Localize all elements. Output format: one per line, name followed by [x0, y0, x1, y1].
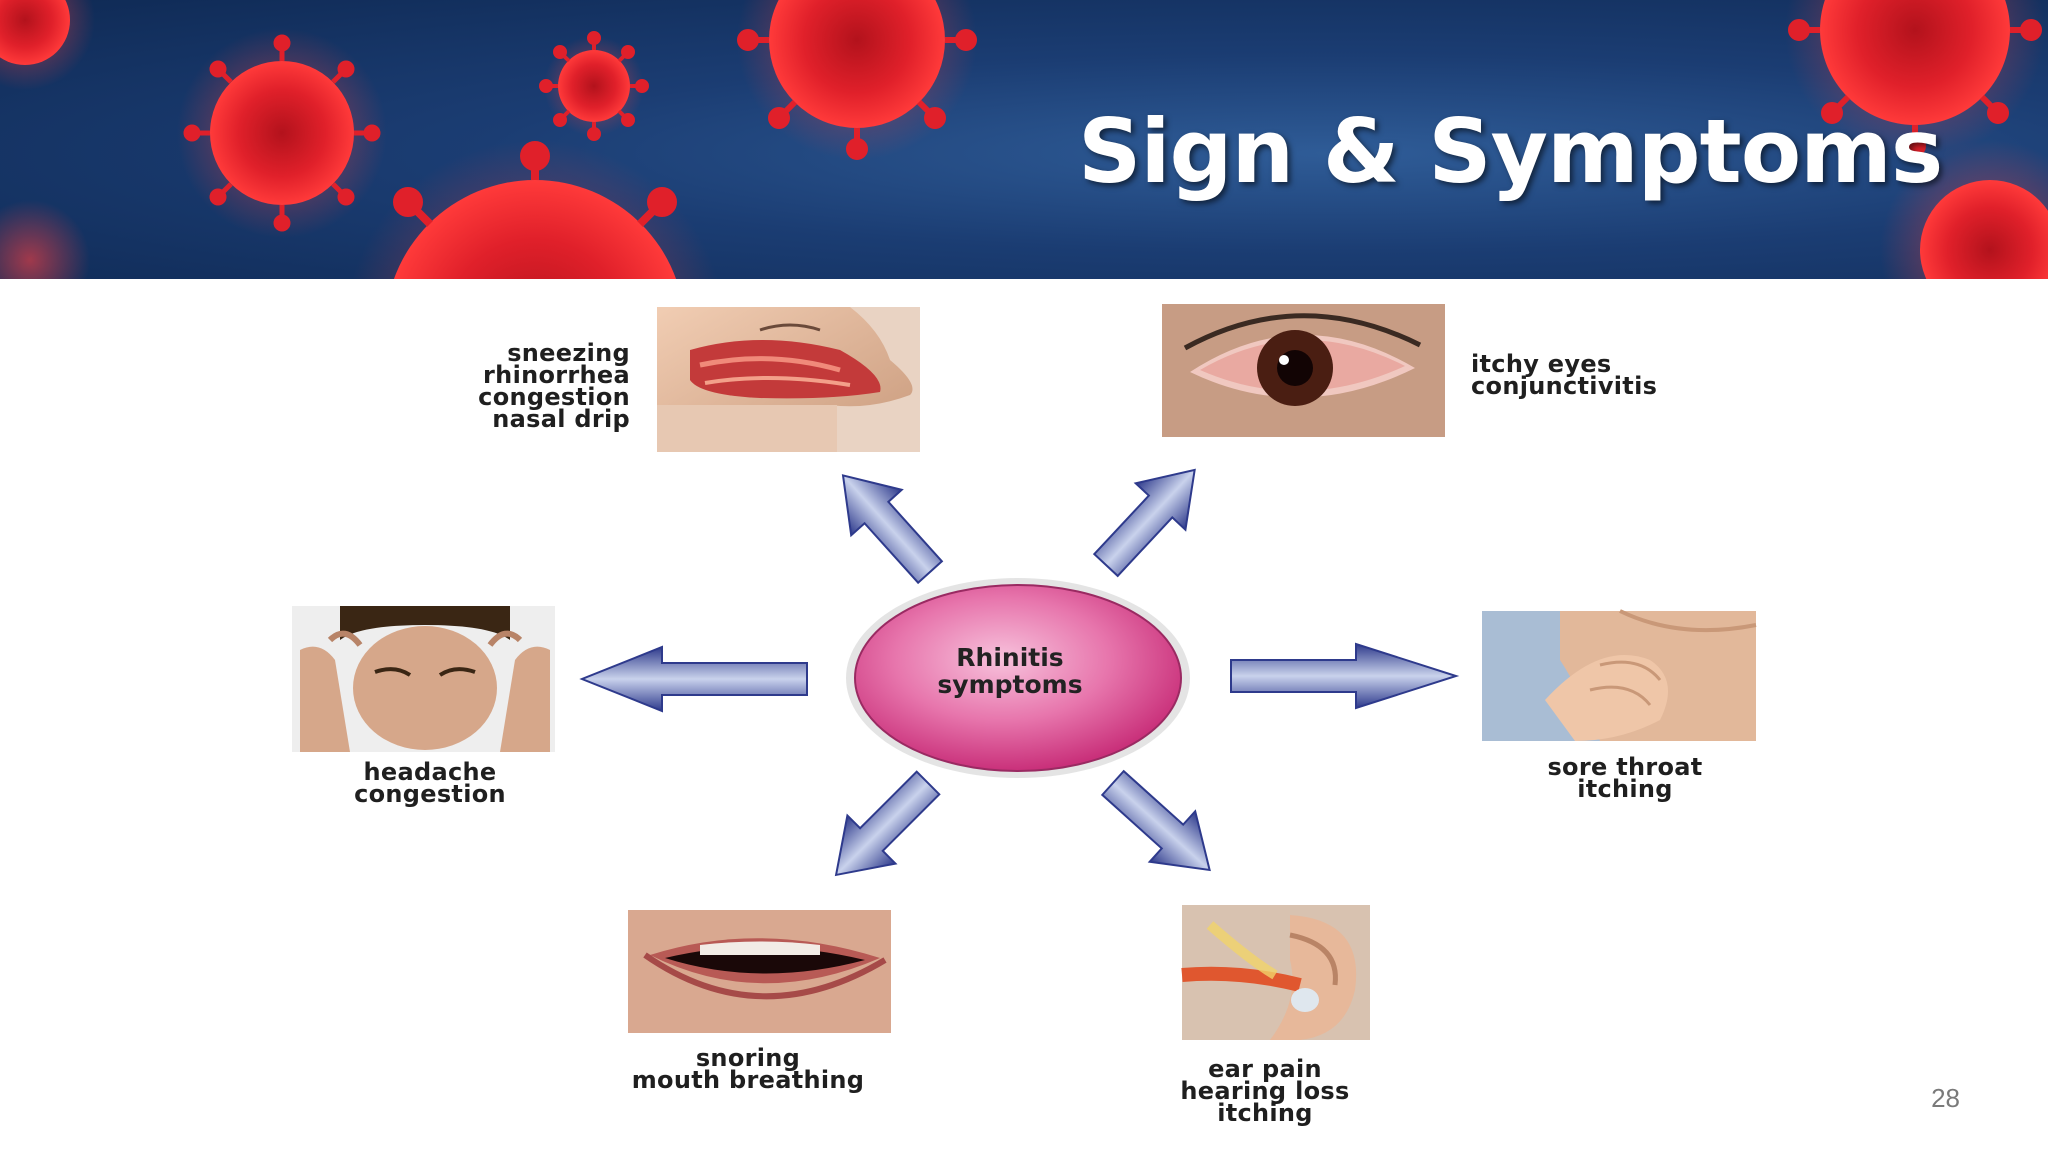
- symptom-text: headache: [363, 758, 497, 786]
- ear-symptoms-label: ear pain hearing loss itching: [1150, 1055, 1380, 1127]
- arrow-to-head: [579, 645, 808, 713]
- symptom-text: itching: [1577, 775, 1673, 803]
- throat-symptoms-label: sore throat itching: [1520, 753, 1730, 803]
- head-symptoms-label: headache congestion: [320, 758, 540, 808]
- page-number: 28: [1931, 1083, 1960, 1113]
- symptom-text: rhinorrhea: [483, 361, 630, 389]
- symptom-text: congestion: [478, 383, 630, 411]
- head-photo: [292, 606, 555, 752]
- virus-background: [0, 0, 2048, 279]
- nose-symptoms-label: sneezing rhinorrhea congestion nasal dri…: [420, 339, 630, 433]
- symptom-text: snoring: [695, 1044, 801, 1072]
- nose-photo: [657, 307, 920, 452]
- symptom-text: sore throat: [1547, 753, 1703, 781]
- symptom-text: conjunctivitis: [1471, 372, 1658, 400]
- arrow-to-eyes: [1092, 468, 1196, 578]
- virus-icon: [0, 200, 90, 279]
- eye-symptoms-label: itchy eyes conjunctivitis: [1471, 350, 1701, 400]
- ear-photo: [1181, 905, 1370, 1040]
- arrow-to-mouth: [834, 770, 941, 877]
- eye-photo: [1162, 304, 1445, 437]
- mouth-photo: [628, 910, 891, 1033]
- symptom-text: sneezing: [507, 339, 630, 367]
- symptom-text: itchy eyes: [1471, 350, 1612, 378]
- virus-icon: [1785, 0, 2045, 160]
- virus-icon: [1880, 140, 2048, 279]
- arrow-to-ear: [1100, 769, 1211, 872]
- arrow-to-nose: [841, 474, 944, 585]
- center-label: Rhinitis symptoms: [860, 644, 1160, 698]
- slide-title: Sign & Symptoms: [1078, 100, 1943, 203]
- arrow-to-throat: [1230, 642, 1460, 710]
- center-label-line1: Rhinitis: [956, 643, 1064, 672]
- symptom-text: congestion: [354, 780, 506, 808]
- mouth-symptoms-label: snoring mouth breathing: [608, 1044, 888, 1094]
- symptom-text: nasal drip: [492, 405, 630, 433]
- center-node: [846, 578, 1190, 778]
- title-banner: Sign & Symptoms: [0, 0, 2048, 279]
- center-label-line2: symptoms: [937, 670, 1083, 699]
- throat-photo: [1482, 609, 1757, 741]
- virus-icon: [0, 0, 95, 90]
- symptom-text: itching: [1217, 1099, 1313, 1127]
- virus-icon: [539, 31, 649, 141]
- virus-icon: [351, 140, 719, 279]
- symptom-text: mouth breathing: [631, 1066, 865, 1094]
- virus-icon: [177, 28, 387, 238]
- symptom-text: ear pain: [1208, 1055, 1322, 1083]
- virus-icon: [737, 0, 977, 160]
- symptom-text: hearing loss: [1180, 1077, 1350, 1105]
